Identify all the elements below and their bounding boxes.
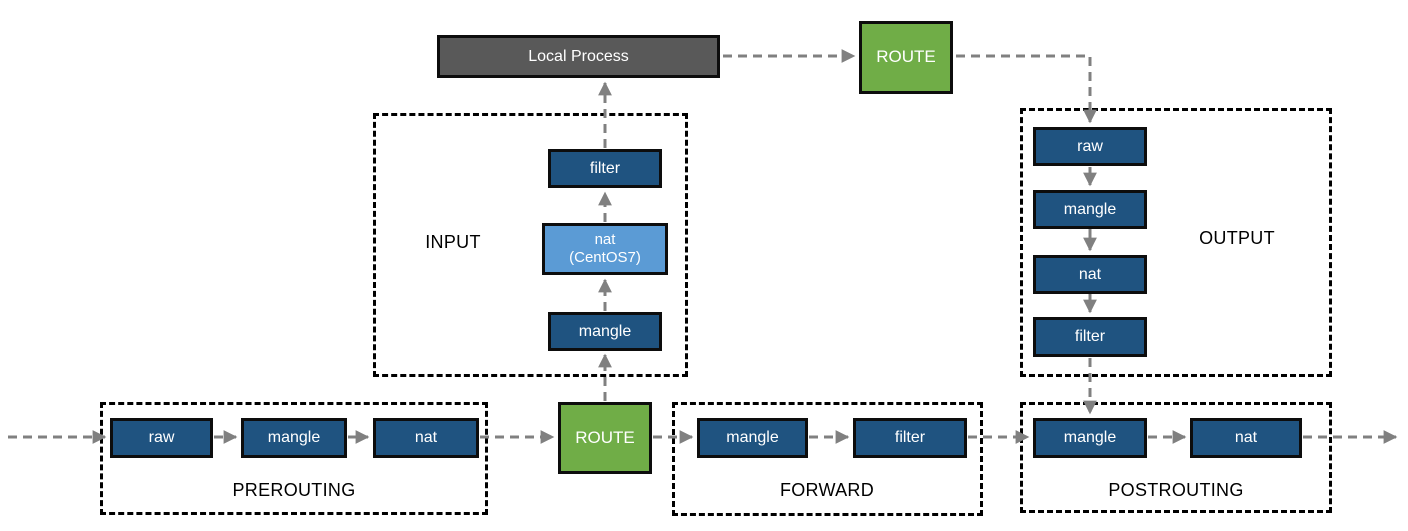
prerouting-mangle-box: mangle [241,418,347,458]
forward-mangle-box: mangle [697,418,808,458]
prerouting-raw-box: raw [110,418,213,458]
route-top-box: ROUTE [859,21,953,94]
output-nat-box: nat [1033,255,1147,294]
forward-chain-container [672,402,983,516]
local-process-label: Local Process [528,47,629,65]
route-bottom-label: ROUTE [575,427,635,447]
postrouting-nat-box: nat [1190,418,1302,458]
postrouting-nat-label: nat [1234,429,1258,447]
postrouting-chain-label: POSTROUTING [1108,480,1244,500]
input-filter-box: filter [548,149,662,188]
prerouting-mangle-label: mangle [267,429,321,447]
route-top-label: ROUTE [876,47,936,67]
output-chain-label: OUTPUT [1199,228,1275,248]
output-raw-label: raw [1077,137,1103,155]
output-filter-box: filter [1033,317,1147,357]
input-chain-container [373,113,688,377]
postrouting-chain-container [1020,402,1332,513]
input-filter-label: filter [589,159,621,177]
prerouting-raw-label: raw [148,429,175,447]
postrouting-mangle-label: mangle [1063,429,1117,447]
output-raw-box: raw [1033,127,1147,166]
forward-filter-box: filter [853,418,967,458]
input-nat-label-line1: nat [594,231,616,248]
output-mangle-box: mangle [1033,190,1147,229]
forward-filter-label: filter [894,429,926,447]
prerouting-chain-label: PREROUTING [232,480,356,500]
input-nat-label-line2: (CentOS7) [569,249,641,266]
forward-chain-label: FORWARD [779,480,875,500]
input-chain-label: INPUT [425,232,481,252]
input-mangle-label: mangle [578,322,632,340]
input-nat-centos7-box: nat (CentOS7) [542,223,668,275]
output-chain-container [1020,108,1332,377]
output-filter-label: filter [1074,328,1106,346]
local-process-box: Local Process [437,35,720,78]
output-mangle-label: mangle [1063,200,1117,218]
prerouting-nat-label: nat [414,429,438,447]
forward-mangle-label: mangle [726,429,779,447]
postrouting-mangle-box: mangle [1033,418,1147,458]
prerouting-nat-box: nat [373,418,479,458]
route-bottom-box: ROUTE [558,402,652,474]
input-mangle-box: mangle [548,312,662,351]
output-nat-label: nat [1078,265,1102,283]
prerouting-chain-container [100,402,488,515]
